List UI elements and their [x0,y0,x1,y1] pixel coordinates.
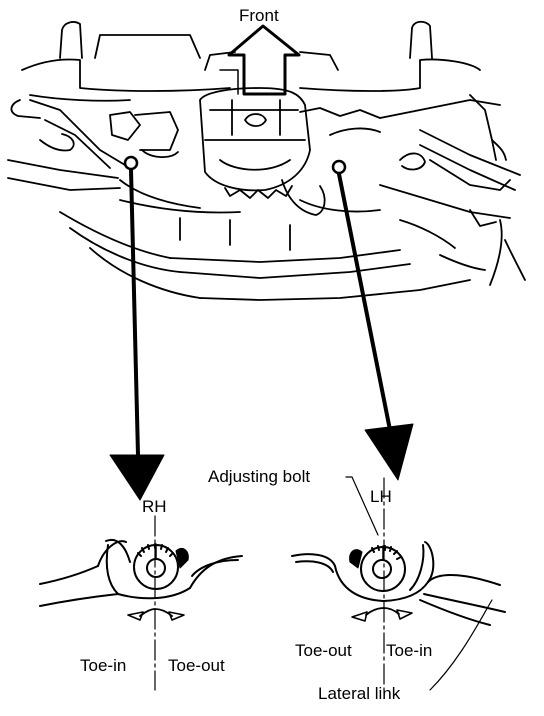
rear-axle-assembly [7,20,526,301]
lh-toe-out-label: Toe-out [295,641,352,660]
rh-detail [39,515,243,691]
rh-pointer-arrow [109,168,165,501]
rh-adjusting-bolt-icon [123,155,139,171]
front-arrow [219,24,301,96]
lh-toe-in-label: Toe-in [386,641,433,660]
lateral-link-leader [429,599,493,691]
front-label: Front [239,6,279,25]
lh-pointer-arrow [337,172,414,481]
lh-detail [291,477,506,691]
lh-adjusting-bolt-icon [331,159,347,175]
rh-toe-out-label: Toe-out [168,656,225,675]
rh-label: RH [142,497,167,516]
lh-label: LH [370,487,392,506]
adjusting-bolt-label: Adjusting bolt [208,467,311,486]
adjusting-bolt-leader [345,476,379,536]
rh-toe-in-label: Toe-in [80,656,127,675]
lateral-link-label: Lateral link [318,684,401,703]
